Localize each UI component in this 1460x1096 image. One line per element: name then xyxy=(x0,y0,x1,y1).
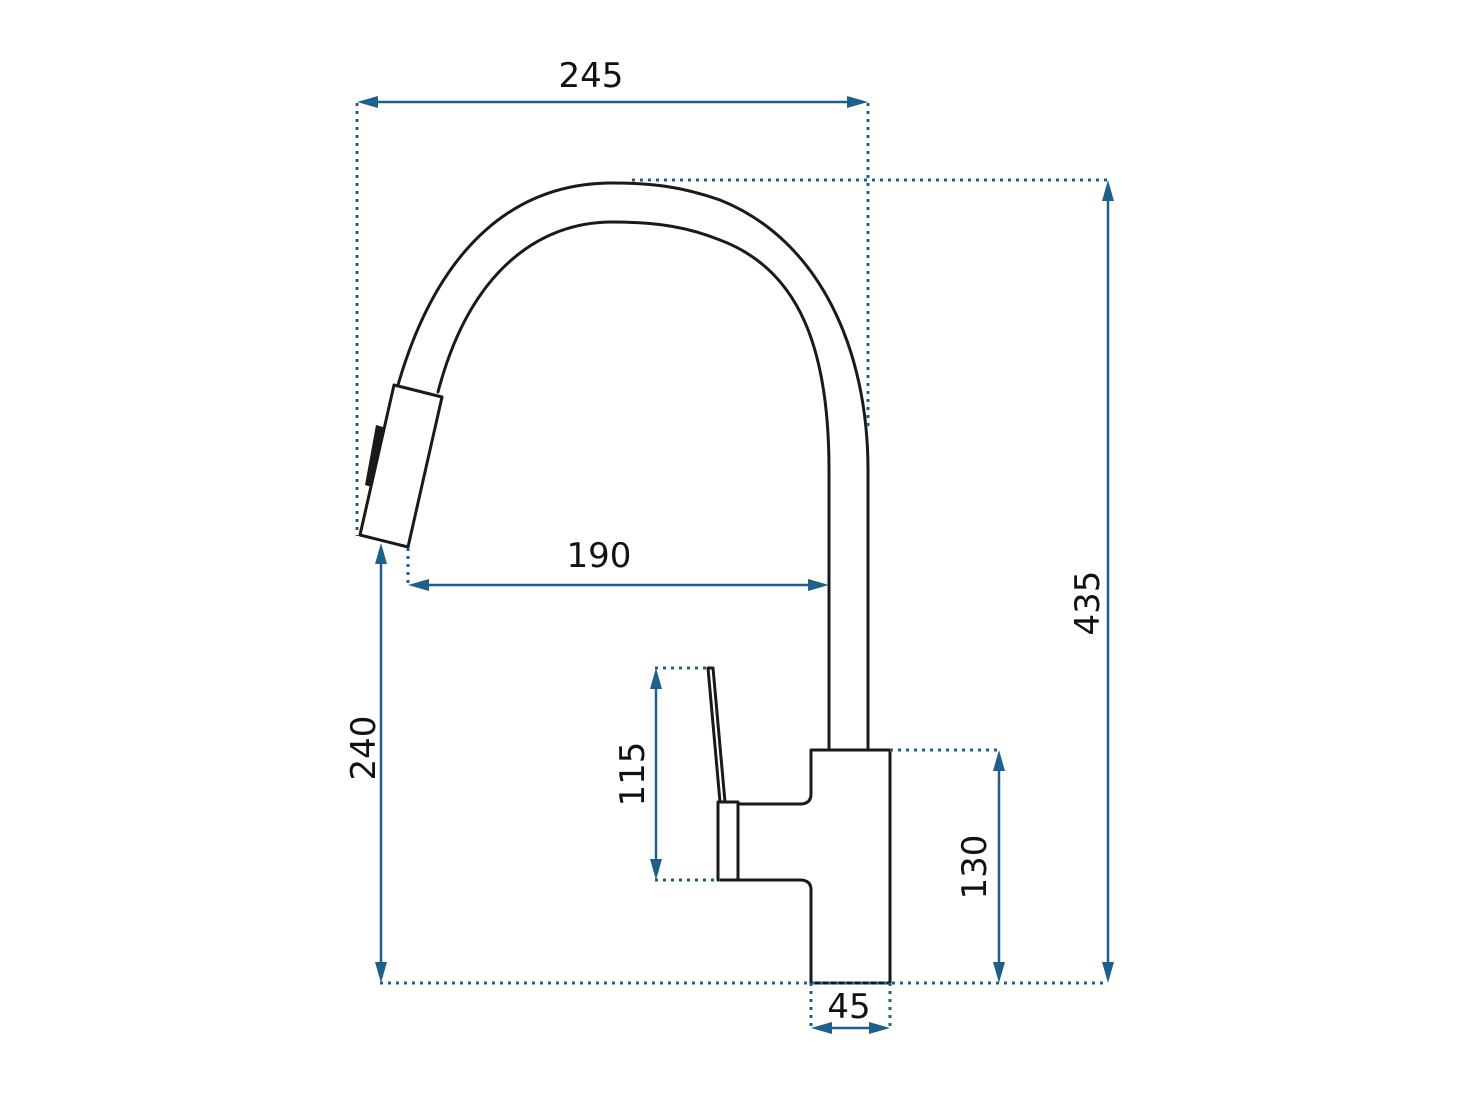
arrow-45-left xyxy=(811,1022,832,1034)
arrow-115-bottom xyxy=(650,859,662,880)
arrow-245-left xyxy=(357,96,378,108)
faucet-outline xyxy=(358,181,892,985)
label-total-width: 245 xyxy=(559,56,624,96)
dimension-lines xyxy=(357,96,1114,1034)
arrow-130-bottom xyxy=(993,962,1005,983)
label-spout-reach: 190 xyxy=(567,536,632,576)
arrow-435-top xyxy=(1102,180,1114,201)
arrow-130-top xyxy=(993,750,1005,771)
lever-handle xyxy=(706,666,727,804)
label-body-height: 130 xyxy=(955,835,995,900)
label-lever-height: 115 xyxy=(613,742,653,807)
label-total-height: 435 xyxy=(1068,571,1108,636)
label-spout-outlet-height: 240 xyxy=(344,716,384,781)
label-body-width: 45 xyxy=(827,987,870,1027)
faucet-body xyxy=(736,748,892,985)
arrow-190-right xyxy=(808,579,829,591)
arrow-190-left xyxy=(408,579,429,591)
extension-lines xyxy=(355,103,1108,1028)
arrow-240-top xyxy=(375,543,387,564)
arrow-115-top xyxy=(650,668,662,689)
arrow-245-right xyxy=(847,96,868,108)
arrow-240-bottom xyxy=(375,962,387,983)
lever-base xyxy=(716,800,740,882)
arrow-45-right xyxy=(869,1022,890,1034)
spout-inner-edge xyxy=(436,220,831,752)
spout-outer-edge xyxy=(396,181,870,752)
spray-head-button xyxy=(365,425,383,487)
arrow-435-bottom xyxy=(1102,962,1114,983)
dimension-labels: 245 190 45 435 240 115 130 xyxy=(344,56,1108,1027)
